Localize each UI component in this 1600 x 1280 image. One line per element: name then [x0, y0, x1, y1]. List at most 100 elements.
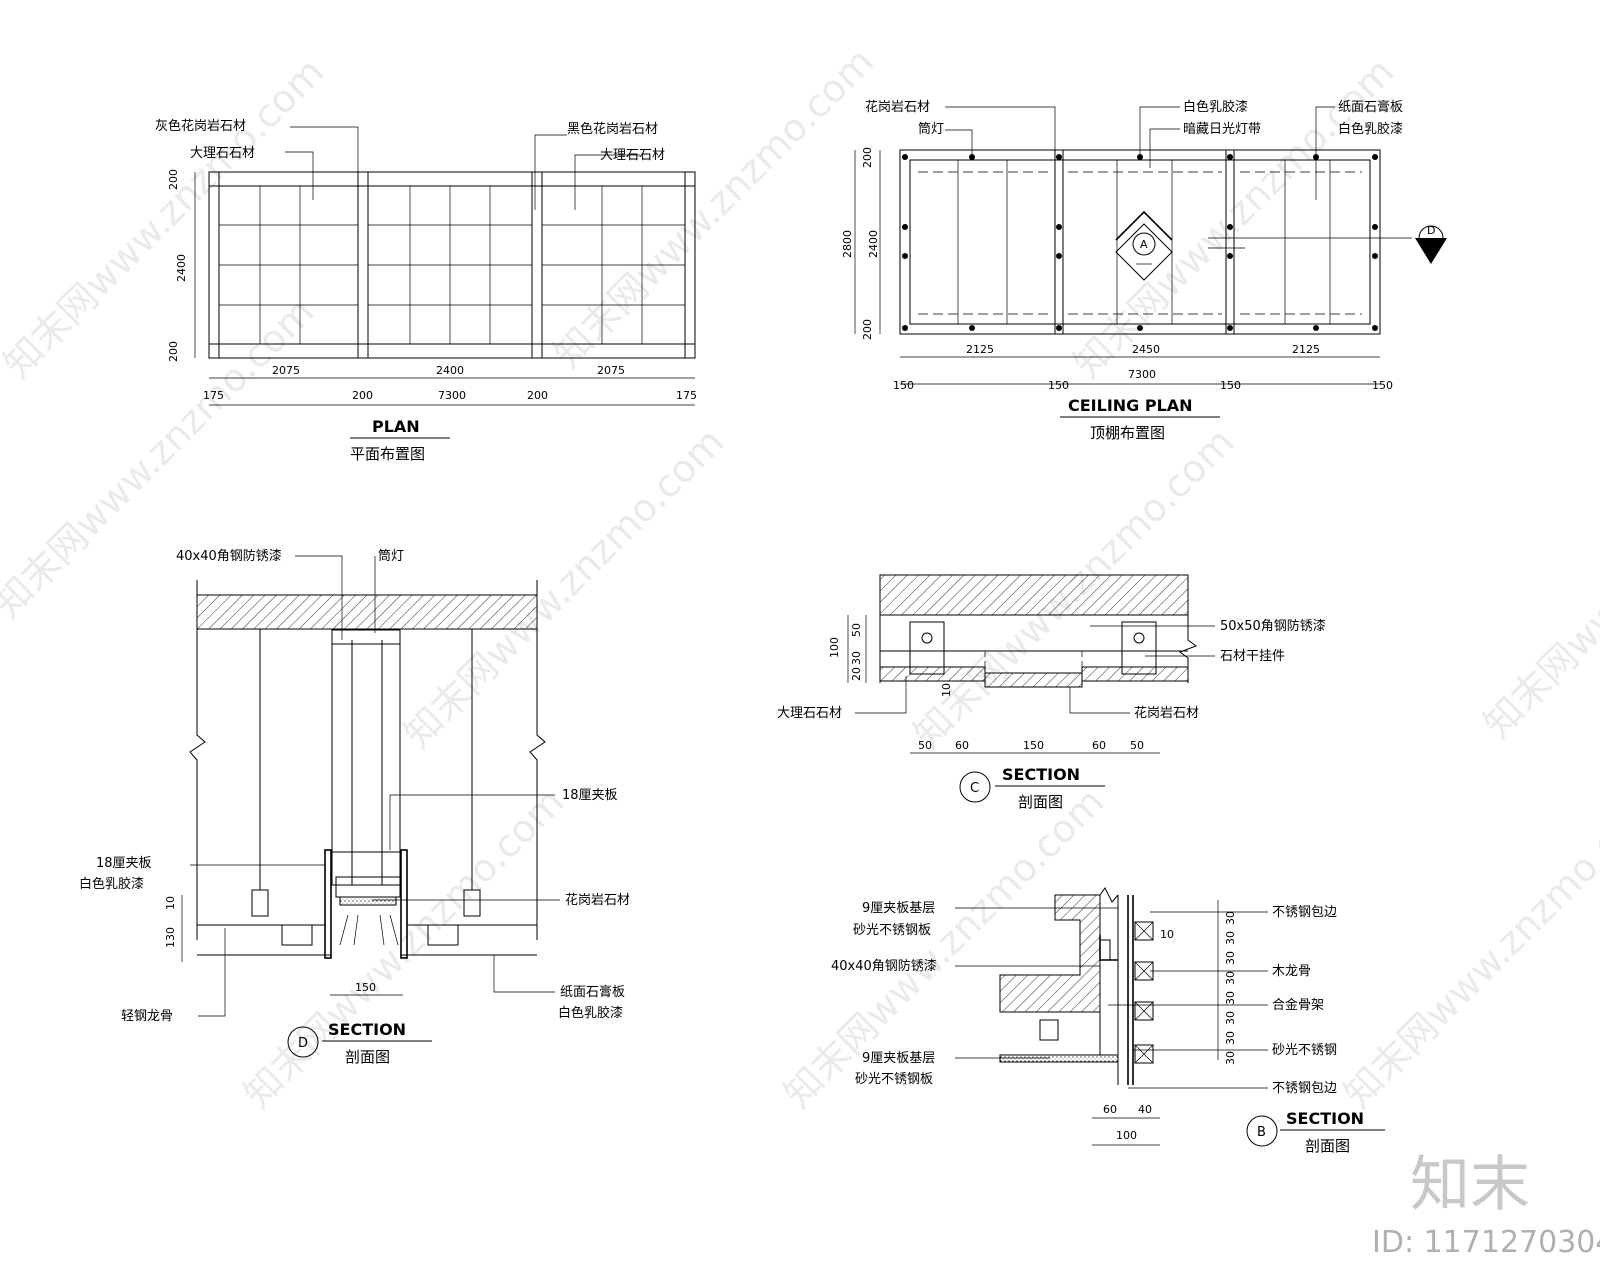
dimension-label: 50: [850, 623, 863, 637]
section-marker-d: D: [1208, 224, 1447, 264]
dimension-label: 150: [1023, 739, 1044, 752]
watermark-text: 知末网www.znzmo.com: [775, 779, 1112, 1116]
marker-label: D: [298, 1036, 308, 1051]
dimension-label: 2450: [1132, 343, 1160, 356]
dimension-label: 30: [1224, 991, 1237, 1005]
marker-label: C: [970, 781, 979, 796]
dimension-label: 2125: [1292, 343, 1320, 356]
section-label: 合金骨架: [1272, 997, 1324, 1013]
dimension-label: 150: [893, 379, 914, 392]
view-title: CEILING PLAN: [1068, 396, 1193, 415]
watermark-text: 知末网www.znzmo.com: [395, 419, 732, 756]
dimension-label: 200: [352, 389, 373, 402]
section-label: 白色乳胶漆: [558, 1005, 623, 1021]
dimension-label: 30: [1224, 911, 1237, 925]
dimension-label: 2075: [597, 364, 625, 377]
dimension-label: 60: [1103, 1103, 1117, 1116]
plan-label: 大理石石材: [600, 148, 665, 163]
section-label: 9厘夹板基层: [862, 901, 935, 916]
dimension-label: 30: [1224, 1011, 1237, 1025]
id-label: ID: 1171270304: [1372, 1225, 1600, 1260]
dimension-label: 175: [203, 389, 224, 402]
section-label: 砂光不锈钢板: [855, 1072, 933, 1087]
section-label: 花岗岩石材: [1134, 705, 1199, 721]
section-label: 砂光不锈钢板: [853, 923, 931, 938]
ceiling-label: 白色乳胶漆: [1338, 121, 1403, 137]
view-title: PLAN: [372, 417, 420, 436]
dimension-label: 2400: [436, 364, 464, 377]
dimension-label: 30: [850, 651, 863, 665]
dimension-label: 2400: [867, 230, 880, 258]
view-title: SECTION: [1002, 765, 1080, 784]
dimension-label: 200: [861, 319, 874, 340]
watermark-text: 知末网www.znzmo.com: [545, 39, 882, 376]
dimension-label: 150: [1220, 379, 1241, 392]
view-subtitle: 剖面图: [345, 1048, 390, 1066]
dimension-label: 2800: [841, 230, 854, 258]
ceiling-label: 花岗岩石材: [865, 99, 930, 115]
section-label: 砂光不锈钢: [1272, 1043, 1337, 1058]
dimension-label: 2075: [272, 364, 300, 377]
dimension-label: 100: [828, 637, 841, 658]
section-label: 木龙骨: [1272, 964, 1311, 979]
brand-logo: 知末: [1410, 1150, 1530, 1220]
view-subtitle: 顶棚布置图: [1090, 424, 1165, 442]
view-subtitle: 剖面图: [1018, 793, 1063, 811]
section-label: 花岗岩石材: [565, 892, 630, 908]
marker-label: D: [1427, 224, 1435, 237]
section-label: 轻钢龙骨: [121, 1009, 173, 1024]
dimension-label: 150: [1372, 379, 1393, 392]
section-label: 9厘夹板基层: [862, 1051, 935, 1066]
section-label: 40x40角钢防锈漆: [176, 548, 282, 564]
dimension-label: 150: [355, 981, 376, 994]
section-label: 18厘夹板: [96, 856, 152, 871]
dimension-label: 20: [850, 667, 863, 681]
dimension-label: 2125: [966, 343, 994, 356]
dimension-label: 175: [676, 389, 697, 402]
section-b-view: 30 30 30 30 30 30 30 30 10 60 40 100 9厘夹…: [831, 887, 1385, 1155]
section-label: 40x40角钢防锈漆: [831, 958, 937, 974]
dimension-label: 10: [164, 896, 177, 910]
dimension-label: 30: [1224, 971, 1237, 985]
section-c-view: 100 50 30 20 10 50 60 150 60 50 50x50角钢防…: [777, 574, 1326, 811]
watermark-text: 知末网www.znzmo.com: [1475, 409, 1600, 746]
section-label: 不锈钢包边: [1272, 905, 1337, 920]
section-label: 筒灯: [378, 548, 404, 564]
dimension-label: 30: [1224, 951, 1237, 965]
dimension-label: 30: [1224, 931, 1237, 945]
dimension-label: 10: [940, 683, 953, 697]
dimension-label: 60: [955, 739, 969, 752]
marker-label: B: [1257, 1125, 1266, 1140]
view-title: SECTION: [328, 1020, 406, 1039]
section-label: 大理石石材: [777, 706, 842, 721]
dimension-label: 200: [167, 341, 180, 362]
dimension-label: 30: [1224, 1031, 1237, 1045]
dimension-label: 50: [918, 739, 932, 752]
plan-label: 灰色花岗岩石材: [155, 118, 246, 134]
view-subtitle: 剖面图: [1305, 1137, 1350, 1155]
section-label: 白色乳胶漆: [79, 876, 144, 892]
ceiling-label: 筒灯: [918, 121, 944, 137]
view-subtitle: 平面布置图: [350, 445, 425, 463]
ceiling-label: 白色乳胶漆: [1183, 99, 1248, 115]
dimension-label: 10: [1160, 928, 1174, 941]
ceiling-label: 暗藏日光灯带: [1183, 122, 1261, 137]
dimension-label: 200: [167, 169, 180, 190]
plan-view: 灰色花岗岩石材 大理石石材 黑色花岗岩石材 大理石石材 200 2400 200…: [155, 118, 697, 463]
ceiling-plan-view: A D 花岗岩石材 筒灯 白色乳胶漆 暗藏日光灯带 纸面石膏板 白色乳胶漆 20…: [841, 99, 1447, 442]
section-d-view: 10 130 150 40x40角钢防锈漆 筒灯 18厘夹板 18厘夹板 白色乳…: [79, 548, 630, 1066]
marker-label: A: [1140, 238, 1148, 251]
section-label: 50x50角钢防锈漆: [1220, 618, 1326, 634]
section-label: 纸面石膏板: [560, 984, 625, 1000]
dimension-label: 200: [527, 389, 548, 402]
section-label: 不锈钢包边: [1272, 1081, 1337, 1096]
plan-label: 黑色花岗岩石材: [567, 121, 658, 137]
dimension-label: 7300: [1128, 368, 1156, 381]
watermark-text: 知末网www.znzmo.com: [1335, 779, 1600, 1116]
dimension-label: 50: [1130, 739, 1144, 752]
dimension-label: 60: [1092, 739, 1106, 752]
watermark-text: 知末网www.znzmo.com: [235, 779, 572, 1116]
dimension-label: 40: [1138, 1103, 1152, 1116]
dimension-label: 200: [861, 147, 874, 168]
